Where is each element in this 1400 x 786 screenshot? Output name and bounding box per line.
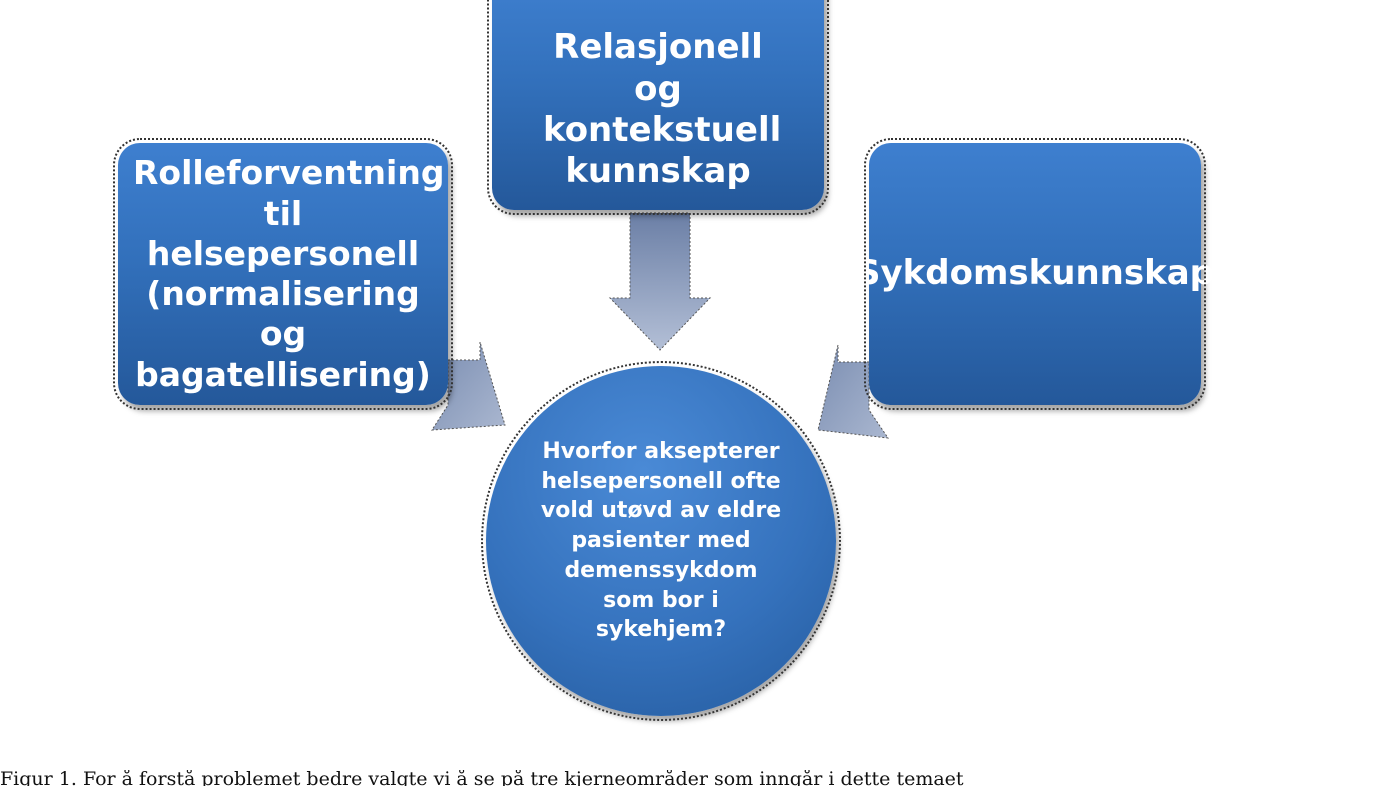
left-concept-box: Rolleforventning til helsepersonell (nor…	[113, 138, 453, 410]
top-concept-label: Relasjonell og kontekstuell kunnskap	[543, 27, 782, 192]
arrow-diagonal-left-icon	[817, 344, 890, 439]
right-concept-label: Sykdomskunnskap	[856, 253, 1214, 294]
left-concept-label: Rolleforventning til helsepersonell (nor…	[133, 153, 445, 394]
top-concept-box: Relasjonell og kontekstuell kunnskap	[487, 0, 829, 215]
figure-caption: Figur 1. For å forstå problemet bedre va…	[0, 770, 964, 786]
arrow-diagonal-right-icon	[431, 341, 506, 431]
center-question-label: Hvorfor aksepterer helsepersonell ofte v…	[540, 439, 782, 643]
right-concept-box: Sykdomskunnskap	[856, 138, 1214, 410]
arrow-down-icon	[608, 212, 712, 351]
center-question-circle: Hvorfor aksepterer helsepersonell ofte v…	[481, 361, 841, 721]
